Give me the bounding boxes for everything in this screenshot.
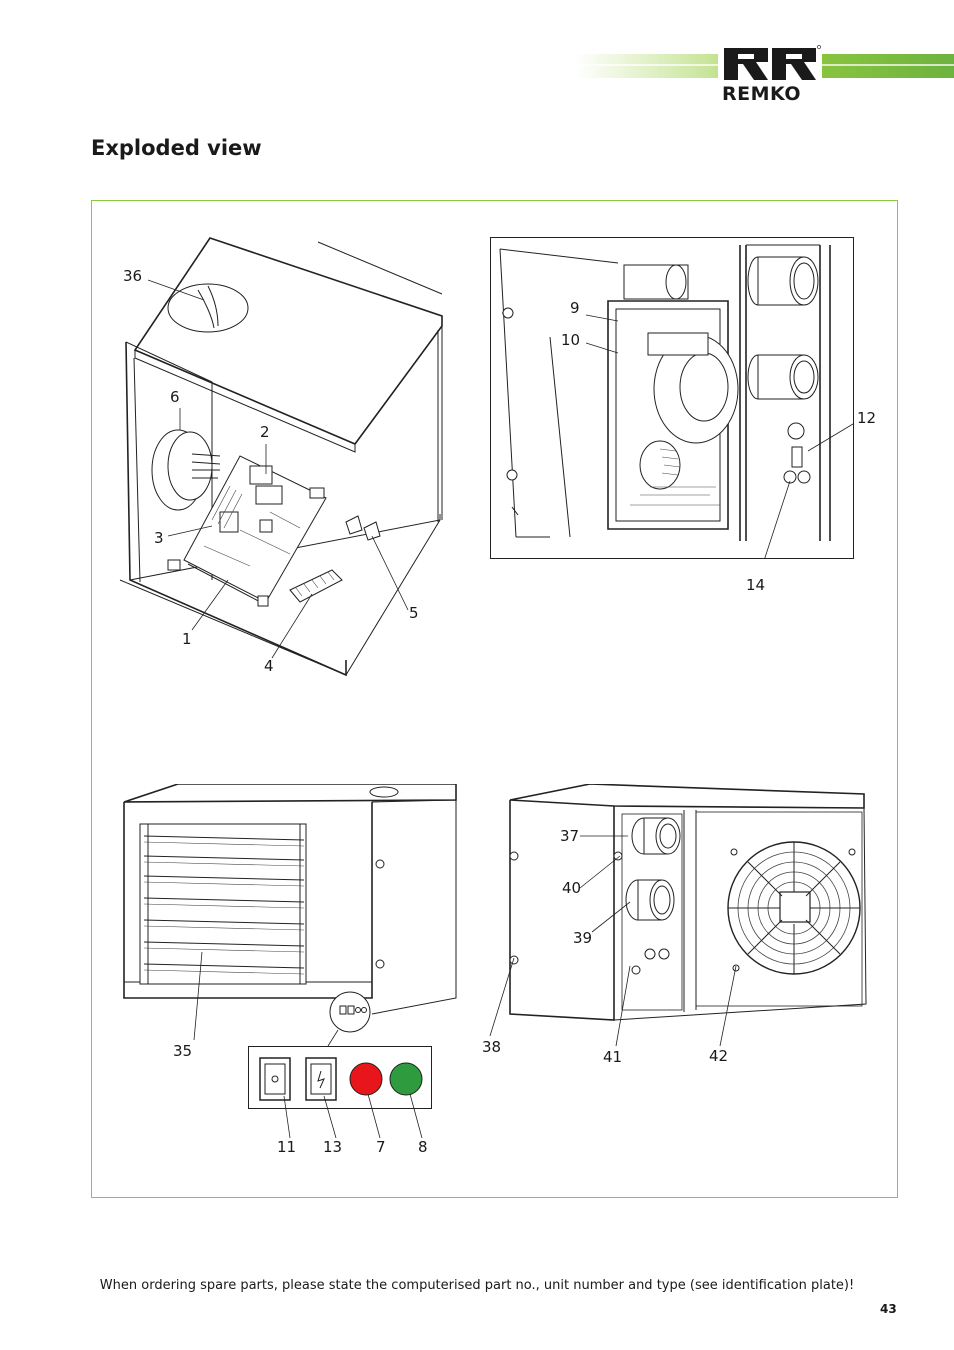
page-number: 43 xyxy=(880,1302,897,1316)
callout-35: 35 xyxy=(173,1042,193,1060)
callout-38: 38 xyxy=(482,1038,502,1056)
brand-wordmark: REMKO xyxy=(722,83,802,105)
callout-14: 14 xyxy=(746,576,766,594)
callout-4: 4 xyxy=(264,657,274,675)
callout-10: 10 xyxy=(561,331,581,349)
callout-11: 11 xyxy=(277,1138,297,1156)
callout-41: 41 xyxy=(603,1048,623,1066)
callout-7: 7 xyxy=(376,1138,386,1156)
callout-40: 40 xyxy=(562,879,582,897)
callout-37: 37 xyxy=(560,827,580,845)
rear-view-leaders xyxy=(489,835,737,1047)
callout-9: 9 xyxy=(570,299,580,317)
remko-logo-icon xyxy=(718,44,822,84)
figure-front-view xyxy=(123,784,457,1047)
figure-rear-view xyxy=(509,784,867,1021)
callout-2: 2 xyxy=(260,423,270,441)
callout-8: 8 xyxy=(418,1138,428,1156)
callout-1: 1 xyxy=(182,630,192,648)
callout-36: 36 xyxy=(123,267,143,285)
footer-note: When ordering spare parts, please state … xyxy=(99,1278,855,1293)
green-indicator-lamp xyxy=(389,1062,423,1096)
control-panel-inset xyxy=(248,1046,432,1109)
callout-5: 5 xyxy=(409,604,419,622)
exploded-view-frame xyxy=(91,200,898,1198)
figure-burner-detail xyxy=(490,237,854,559)
callout-3: 3 xyxy=(154,529,164,547)
reset-switch-icon[interactable] xyxy=(305,1057,337,1101)
power-switch-icon[interactable] xyxy=(259,1057,291,1101)
red-indicator-lamp xyxy=(349,1062,383,1096)
figure-control-board xyxy=(119,237,443,677)
callout-39: 39 xyxy=(573,929,593,947)
page-title: Exploded view xyxy=(91,136,262,160)
callout-13: 13 xyxy=(323,1138,343,1156)
callout-12: 12 xyxy=(857,409,877,427)
fan-grille-icon xyxy=(727,841,861,975)
callout-42: 42 xyxy=(709,1047,729,1065)
callout-6: 6 xyxy=(170,388,180,406)
control-panel-leaders xyxy=(283,1093,423,1139)
